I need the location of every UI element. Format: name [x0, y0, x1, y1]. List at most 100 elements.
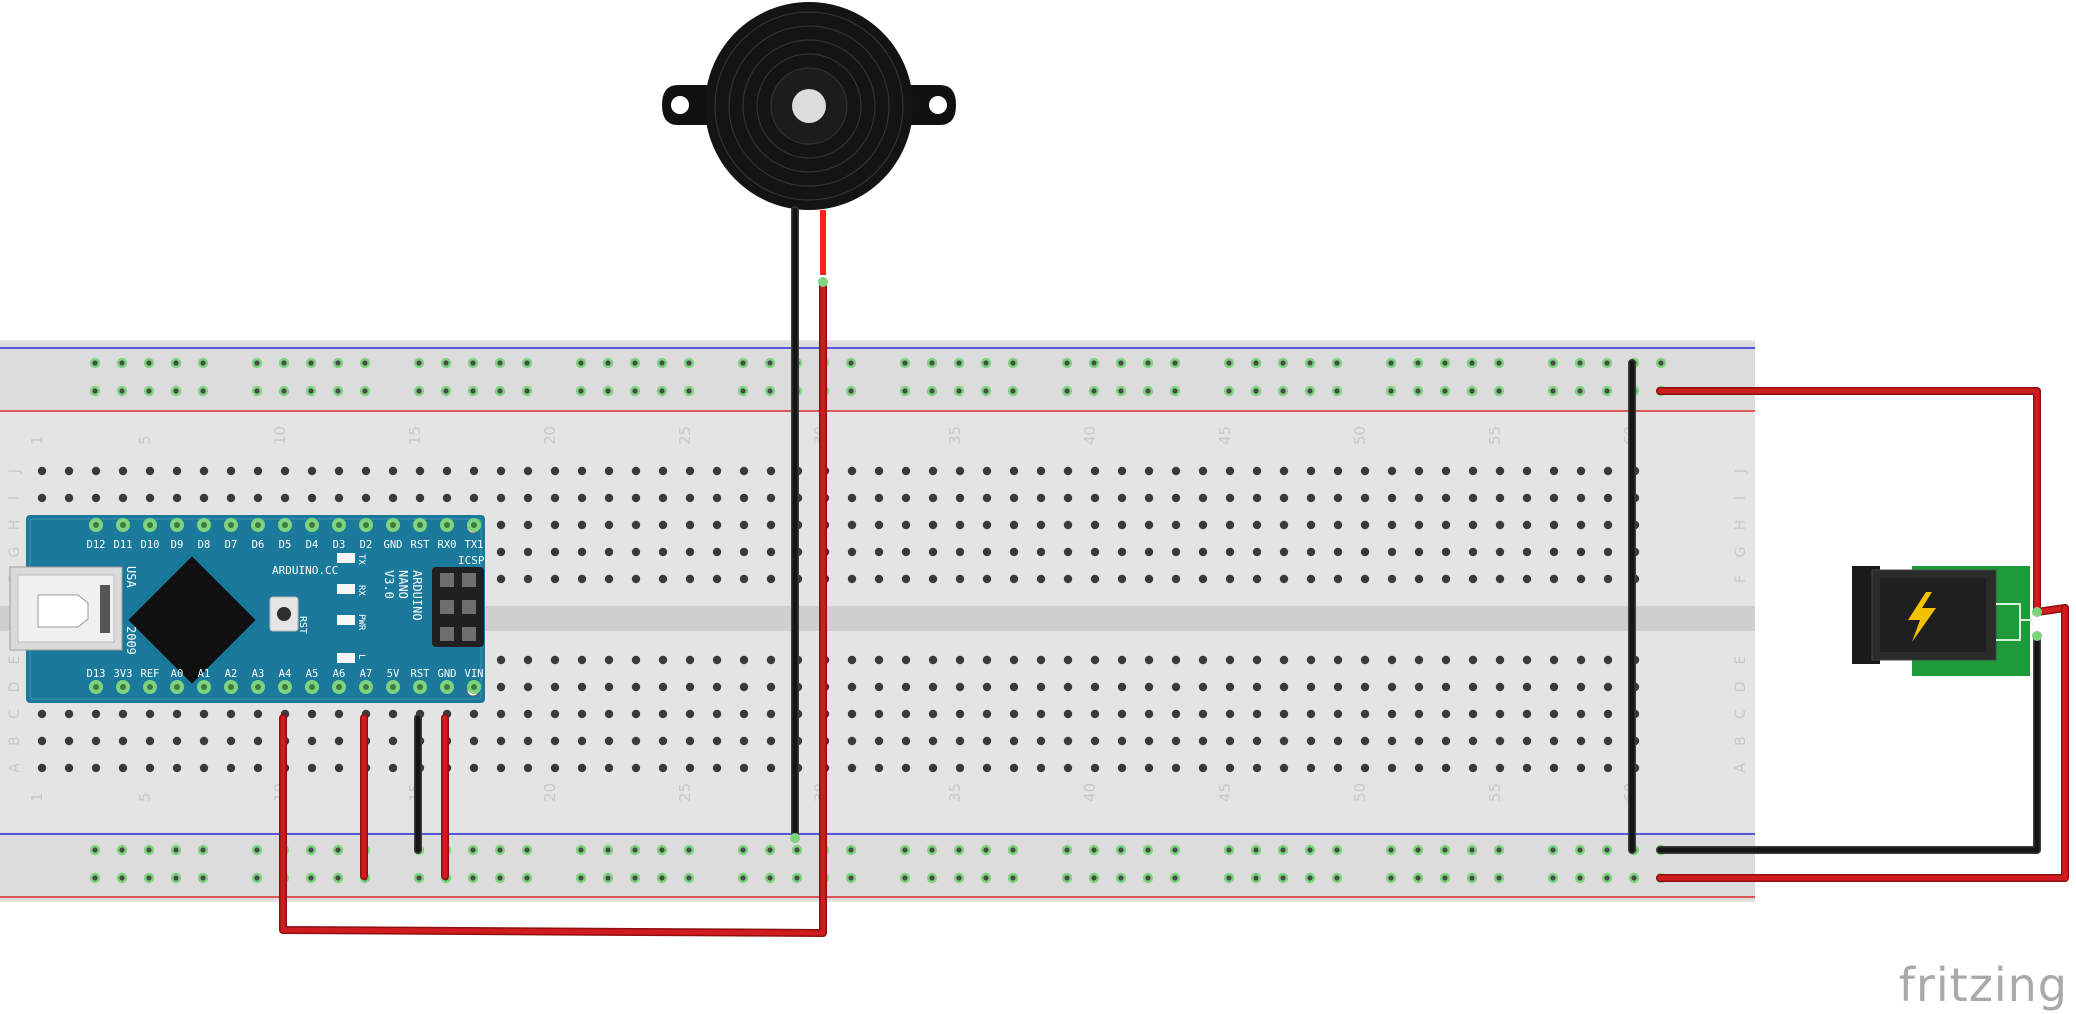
rail-hole-center: [605, 388, 611, 394]
rail-hole-center: [200, 360, 206, 366]
rail-hole-center: [1253, 847, 1259, 853]
breadboard-hole: [523, 763, 533, 773]
breadboard-hole: [1306, 763, 1316, 773]
rail-hole-center: [254, 360, 260, 366]
rail-hole-center: [1145, 875, 1151, 881]
breadboard-hole: [361, 493, 371, 503]
breadboard-hole: [712, 520, 722, 530]
breadboard-hole: [712, 547, 722, 557]
breadboard-hole: [712, 655, 722, 665]
rail-hole-center: [1388, 875, 1394, 881]
rail-hole-center: [1091, 360, 1097, 366]
breadboard-hole: [1252, 763, 1262, 773]
rail-hole-center: [1334, 875, 1340, 881]
breadboard-hole: [658, 466, 668, 476]
breadboard-hole: [1441, 547, 1451, 557]
breadboard-hole: [1117, 682, 1127, 692]
breadboard-hole: [1198, 709, 1208, 719]
breadboard-hole: [415, 466, 425, 476]
breadboard-hole: [1117, 574, 1127, 584]
rail-hole-center: [1442, 875, 1448, 881]
breadboard-hole: [955, 763, 965, 773]
breadboard-hole: [1144, 682, 1154, 692]
breadboard-hole: [712, 709, 722, 719]
breadboard-hole: [496, 736, 506, 746]
breadboard-hole: [874, 520, 884, 530]
lightning-bolt-icon: [1908, 592, 1936, 642]
rail-hole-center: [578, 360, 584, 366]
rail-hole-center: [1091, 388, 1097, 394]
led-label-pwr: PWR: [356, 614, 366, 631]
rail-hole-center: [848, 875, 854, 881]
breadboard-hole: [685, 520, 695, 530]
breadboard-hole: [928, 709, 938, 719]
breadboard-hole: [604, 682, 614, 692]
breadboard-hole: [1333, 682, 1343, 692]
breadboard-hole: [1441, 466, 1451, 476]
rail-hole-center: [956, 360, 962, 366]
breadboard-hole: [1171, 655, 1181, 665]
breadboard-hole: [658, 763, 668, 773]
rail-hole-center: [416, 360, 422, 366]
rail-hole-center: [173, 388, 179, 394]
rail-hole-center: [1550, 388, 1556, 394]
nano-bottom-pin-row: [89, 680, 481, 694]
breadboard-hole: [604, 547, 614, 557]
rail-hole-center: [632, 360, 638, 366]
nano-pin-center: [309, 522, 315, 528]
rail-hole-center: [1550, 847, 1556, 853]
rail-hole-center: [1604, 847, 1610, 853]
rail-hole-center: [848, 847, 854, 853]
breadboard-hole: [1441, 709, 1451, 719]
rail-hole-center: [497, 875, 503, 881]
nano-top-pin-label: D2: [360, 539, 373, 551]
breadboard-hole: [901, 493, 911, 503]
breadboard-hole: [1414, 520, 1424, 530]
rail-hole-center: [1658, 360, 1664, 366]
rail-hole-center: [983, 360, 989, 366]
breadboard-hole: [847, 493, 857, 503]
breadboard-hole: [1441, 493, 1451, 503]
nano-bottom-pin-label: 3V3: [114, 668, 133, 680]
breadboard-hole: [442, 466, 452, 476]
breadboard-hole: [982, 763, 992, 773]
breadboard-hole: [1522, 574, 1532, 584]
breadboard-hole: [577, 547, 587, 557]
breadboard-hole: [1225, 493, 1235, 503]
breadboard-hole: [1009, 466, 1019, 476]
nano-top-pin-label: D12: [87, 539, 106, 551]
breadboard-hole: [766, 493, 776, 503]
breadboard-hole: [280, 493, 290, 503]
rail-hole-center: [1415, 847, 1421, 853]
breadboard-hole: [118, 736, 128, 746]
breadboard-hole: [577, 763, 587, 773]
breadboard-hole: [874, 682, 884, 692]
breadboard-hole: [1036, 682, 1046, 692]
rail-hole-center: [1010, 388, 1016, 394]
breadboard-hole: [982, 520, 992, 530]
rail-hole-center: [1064, 847, 1070, 853]
breadboard-hole: [1036, 709, 1046, 719]
model-label-1: ARDUINO: [410, 570, 424, 621]
breadboard-hole: [1009, 493, 1019, 503]
breadboard-hole: [1009, 655, 1019, 665]
rail-hole-center: [1172, 360, 1178, 366]
breadboard-hole: [631, 763, 641, 773]
breadboard-hole: [1360, 520, 1370, 530]
breadboard-hole: [1036, 493, 1046, 503]
breadboard-hole: [199, 736, 209, 746]
breadboard-hole: [1387, 547, 1397, 557]
rail-hole-center: [1550, 875, 1556, 881]
nano-pin-center: [120, 522, 126, 528]
row-letter: E: [7, 656, 23, 665]
rail-hole-center: [1469, 388, 1475, 394]
breadboard-hole: [1333, 493, 1343, 503]
breadboard-hole: [307, 466, 317, 476]
breadboard-hole: [928, 520, 938, 530]
row-letter: B: [7, 736, 23, 746]
breadboard-hole: [91, 493, 101, 503]
breadboard-hole: [469, 493, 479, 503]
piezo-buzzer: [662, 2, 956, 210]
breadboard-hole: [1549, 763, 1559, 773]
